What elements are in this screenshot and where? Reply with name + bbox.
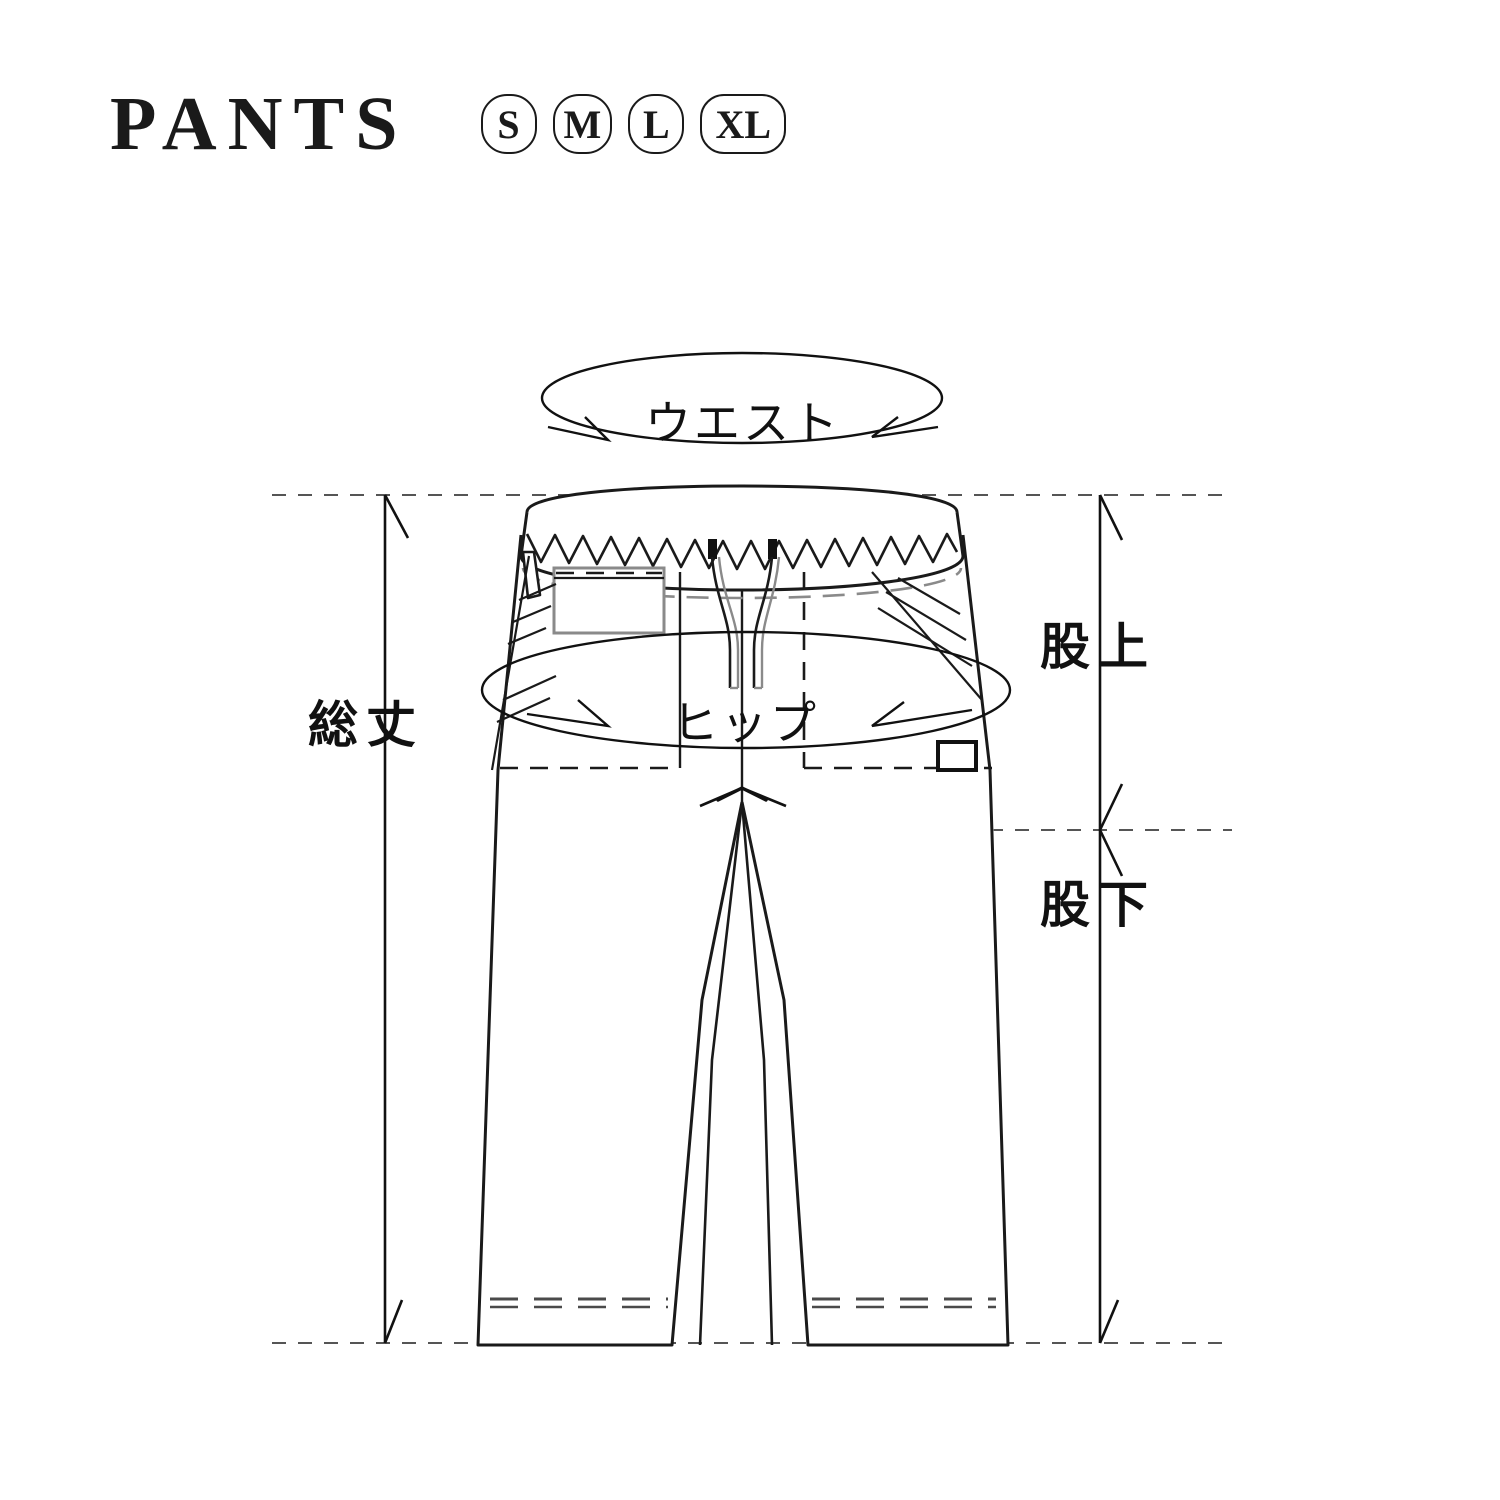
arrowhead-inseam-top <box>1098 829 1124 877</box>
arrowhead-rise-bottom <box>1098 783 1124 831</box>
size-badge-xl[interactable]: XL <box>700 94 787 154</box>
left-hatch-4 <box>502 674 557 702</box>
left-patch-pocket <box>552 566 666 635</box>
drawstring-eyelet-right <box>768 539 777 559</box>
left-hatch-5 <box>496 696 551 724</box>
arrowhead-inseam-bottom <box>1098 1299 1120 1344</box>
page-title: PANTS <box>110 82 409 166</box>
right-leg-outline <box>740 534 1010 1347</box>
crotch-gusset-tick-right <box>741 786 787 808</box>
center-inseam-line-right <box>740 801 774 1346</box>
arrowhead-total-length-bottom <box>383 1299 404 1344</box>
hip-measure-ellipse <box>480 630 1012 750</box>
hem-stitching <box>490 1297 996 1309</box>
label-hip: ヒップ <box>672 696 819 750</box>
left-hatch-3 <box>507 626 547 646</box>
pants-body <box>476 484 1010 1347</box>
right-hatch-1 <box>897 577 961 615</box>
right-diagonal-seam <box>871 571 983 701</box>
drawstring-cord-right <box>752 556 774 688</box>
arrowhead-total-length-top <box>383 494 410 539</box>
right-hatch-3 <box>877 607 973 667</box>
dimension-lines <box>383 494 1124 1344</box>
label-inseam: 股下 <box>1040 876 1156 934</box>
waist-arrow-left <box>547 416 612 443</box>
size-badge-m[interactable]: M <box>552 94 613 154</box>
waistband-bottom-seam <box>521 567 963 600</box>
size-badge-group: S M L XL <box>480 94 787 154</box>
size-badge-label: XL <box>715 101 772 147</box>
right-hatch-2 <box>885 591 967 641</box>
hip-arrow-left <box>526 699 612 728</box>
label-rise: 股上 <box>1040 618 1156 676</box>
waist-measure-ellipse <box>540 351 944 445</box>
size-badge-s[interactable]: S <box>480 94 537 154</box>
label-waist: ウエスト <box>645 396 841 450</box>
right-side-hatching <box>871 571 983 701</box>
crotch-gusset-tick-left <box>699 786 743 808</box>
brand-label-tab <box>936 740 978 772</box>
size-badge-label: L <box>642 101 670 147</box>
drawstring-group <box>708 539 781 690</box>
center-inseam-line-left <box>698 801 744 1346</box>
drawstring-cord-left <box>710 556 732 688</box>
arrowhead-rise-top <box>1098 494 1124 541</box>
waistband-zigzag-stitch <box>525 532 959 571</box>
waist-arrow-right <box>871 416 939 439</box>
label-total-length: 総丈 <box>308 696 424 754</box>
hip-arrow-right <box>871 701 973 728</box>
waistband-top-edge <box>525 484 959 513</box>
size-badge-label: S <box>497 101 520 147</box>
left-hatch-2 <box>512 604 552 624</box>
pants-outline-fill <box>478 535 1008 1345</box>
left-side-hatching <box>490 555 557 771</box>
drawstring-cord-right-b <box>760 556 781 688</box>
hip-measure-ellipse-group <box>480 630 1012 750</box>
page-header: PANTS S M L XL <box>110 82 787 166</box>
size-badge-label: M <box>563 101 602 147</box>
size-badge-l[interactable]: L <box>628 94 685 154</box>
left-leg-outline <box>476 534 744 1347</box>
waist-measure-ellipse-group <box>540 351 944 445</box>
drawstring-cord-left-b <box>717 556 740 688</box>
drawstring-eyelet-left <box>708 539 717 559</box>
left-hatch-1 <box>518 582 557 602</box>
